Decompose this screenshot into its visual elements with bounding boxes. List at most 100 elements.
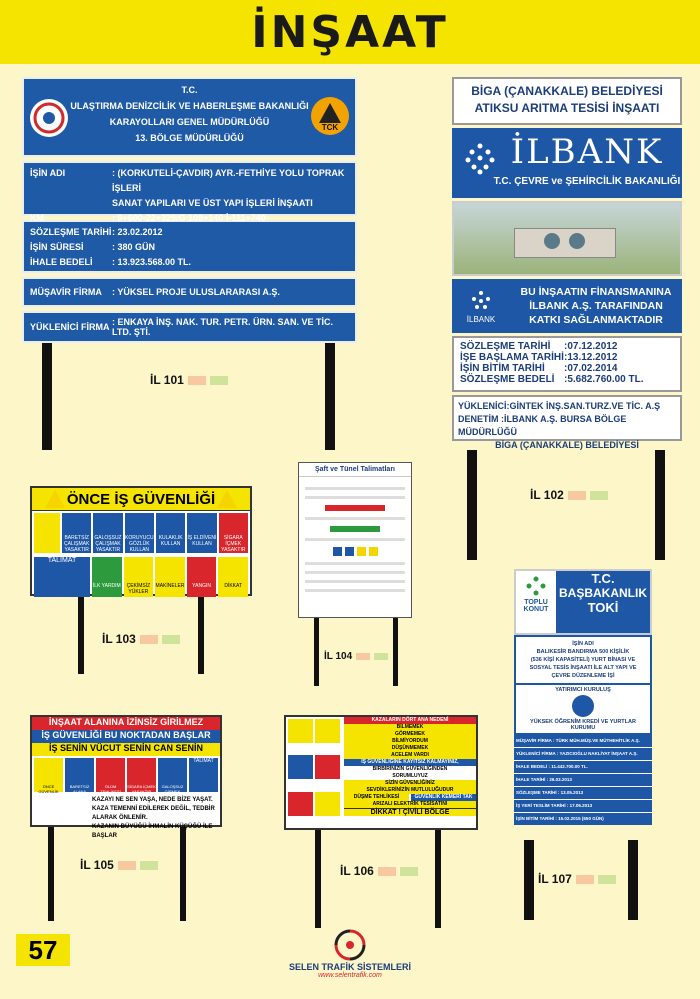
worker-icon [34,513,60,553]
field-label: İŞİN ADI [30,168,66,178]
field-value: : 23.02.2012 [112,227,163,237]
facility-render-image [452,201,682,276]
color-swatch [209,375,228,385]
sign-pole [42,330,52,450]
rules-row: TALİMAT İLK YARDIM ÇEKİMSİZ YÜKLER MAKİN… [32,555,250,599]
sign-pole [393,616,398,686]
ilbank-small-logo-icon: İLBANK [452,289,510,324]
color-swatch [374,653,389,660]
sign-contractor: YÜKLENİCİ FİRMA: ENKAYA İNŞ. NAK. TUR. P… [22,311,357,343]
sign-line: İNŞAAT ALANINA İZİNSİZ GİRİLMEZ [32,717,220,730]
ilbank-logo-icon [462,140,498,181]
sign-pole [315,828,321,928]
icon-row: BARETSİZ ÇALIŞMAK YASAKTIR GALOŞSUZ ÇALI… [32,511,250,555]
finance-banner: İLBANK BU İNŞAATIN FİNANSMANINA İLBANK A… [452,279,682,333]
color-swatch [399,866,418,876]
sign-pole [78,594,84,674]
field-value: : YÜKSEL PROJE ULUSLARARASI A.Ş. [112,287,280,297]
color-swatch [117,860,136,870]
warning-icon [315,719,340,743]
sign-il107: TOPLU KONUT T.C. BAŞBAKANLIK TOKİ İŞİN A… [514,569,652,825]
page-title: İNŞAAT [251,6,449,58]
caution-label: DİKKAT [218,557,248,597]
sign-title: Şaft ve Tünel Talimatları [299,463,411,477]
sign-consultant: MÜŞAVİR FİRMA : YÜKSEL PROJE ULUSLARARASI… [22,277,357,307]
gloves-label: İŞ ELDİVENİ KULLAN [187,513,217,553]
helmet-label: BARETSİZ ÇALIŞMAK YASAKTIR [62,513,92,553]
brand-footer: SELEN TRAFİK SİSTEMLERİ www.selentrafik.… [270,928,430,979]
field-value: : 13.923.568.00 TL. [112,257,192,267]
color-swatch [139,860,158,870]
sign-pole [198,594,204,674]
sign-title: ÖNCE İŞ GÜVENLİĞİ [32,488,250,511]
sign-pole [655,450,665,560]
warning-icon [315,791,340,816]
warning-icon [356,547,366,556]
icon-column [286,717,344,828]
toki-header: TOPLU KONUT T.C. BAŞBAKANLIK TOKİ [514,569,652,635]
ilbank-banner: İLBANK T.C. ÇEVRE ve ŞEHİRCİLİK BAKANLIĞ… [452,128,682,198]
product-code-il107: İL 107 [538,872,616,886]
warning-icon [288,719,313,743]
header-line: ULAŞTIRMA DENİZCİLİK VE HABERLEŞME BAKAN… [70,101,309,111]
sign-pole [180,826,186,921]
sign-pole [524,840,534,920]
sign-il102: BİGA (ÇANAKKALE) BELEDİYESİ ATIKSU ARITM… [452,77,682,450]
field-label: YÜKLENİCİ FİRMA [30,322,110,332]
icon-row: ÖNCE GÜVENLİK BARETSİZ ALANA GİRİLMEZ ÖL… [32,756,220,799]
sign-title: BİGA (ÇANAKKALE) BELEDİYESİ ATIKSU ARITM… [452,77,682,125]
product-code-il104: İL 104 [324,651,389,662]
prohibition-icon [315,755,340,780]
sign-pole [628,840,638,920]
field-value: : 380 GÜN [112,242,156,252]
product-code-il106: İL 106 [340,864,418,878]
earmuff-label: KULAKLIK KULLAN [155,513,186,553]
mandatory-icon [288,755,313,780]
field-value: : 9+600-22+325/G 108+140 İ-111+740 [112,213,266,223]
color-swatch [567,490,586,500]
color-swatch [161,634,180,644]
header-line: KARAYOLLARI GENEL MÜDÜRLÜĞÜ [109,117,270,127]
color-swatch [139,634,158,644]
product-code-il101: İL 101 [150,373,228,387]
color-swatch [187,375,206,385]
sign-pole [325,330,335,450]
no-smoking-label: SİGARA İÇMEK YASAKTIR [218,513,248,553]
field-value: : (KORKUTELİ-ÇAVDIR) AYR.-FETHİYE YOLU T… [112,168,345,193]
page-header: İNŞAAT [0,0,700,64]
goggles-label: KORUYUCU GÖZLÜK KULLAN [124,513,154,553]
mandatory-icon [332,547,342,556]
toplu-konut-logo: TOPLU KONUT [516,571,556,633]
field-value: : ENKAYA İNŞ. NAK. TUR. PETR. ÜRN. SAN. … [112,317,334,337]
boots-label: GALOŞSUZ ÇALIŞMAK YASAKTIR [93,513,123,553]
field-label: İHALE BEDELİ [30,257,93,267]
color-swatch [575,874,594,884]
sign-pole [467,450,477,560]
sign-il104: Şaft ve Tünel Talimatları [298,462,412,618]
text-column: KAZALARIN DÖRT ANA NEDENİ BİLMEMEK GÖRME… [344,717,476,828]
sign-il101: TCK T.C. ULAŞTIRMA DENİZCİLİK VE HABERLE… [22,77,357,347]
talimat-panel: TALİMAT [34,557,90,597]
machinery-label: MAKİNELER [155,557,185,597]
color-swatch [589,490,608,500]
sign-pole [314,616,319,686]
details-block: MÜŞAVİR FİRMA : TÜRK MÜH.MÜŞ.VE MÜTHEHİT… [514,735,652,825]
kyk-logo-icon [572,695,594,717]
first-aid-label: İLK YARDIM [92,557,122,597]
field-value: SANAT YAPILARI VE ÜST YAPI İŞLERİ İNŞAAT… [112,198,313,208]
sign-il105: İNŞAAT ALANINA İZİNSİZ GİRİLMEZ İŞ GÜVEN… [30,715,222,839]
product-code-il102: İL 102 [530,488,608,502]
sign-contract-info: SÖZLEŞME TARİHİ: 23.02.2012 İŞİN SÜRESİ:… [22,220,357,273]
header-line: 13. BÖLGE MÜDÜRLÜĞÜ [135,133,244,143]
sign-pole [435,828,441,928]
selen-logo-icon [333,928,367,962]
suspended-load-label: ÇEKİMSİZ YÜKLER [123,557,154,597]
field-label: MÜŞAVİR FİRMA [30,287,102,297]
warning-icon [217,490,238,508]
contract-details: SÖZLEŞME TARİHİ:07.12.2012 İŞE BAŞLAMA T… [452,336,682,392]
project-description: İŞİN ADI BALIKESİR BANDIRMA 500 KİŞİLİK … [514,635,652,685]
header-line: T.C. [181,85,198,95]
field-label: KM [30,213,44,223]
page-number: 57 [16,934,70,966]
sign-il103: ÖNCE İŞ GÜVENLİĞİ BARETSİZ ÇALIŞMAK YASA… [30,486,252,599]
